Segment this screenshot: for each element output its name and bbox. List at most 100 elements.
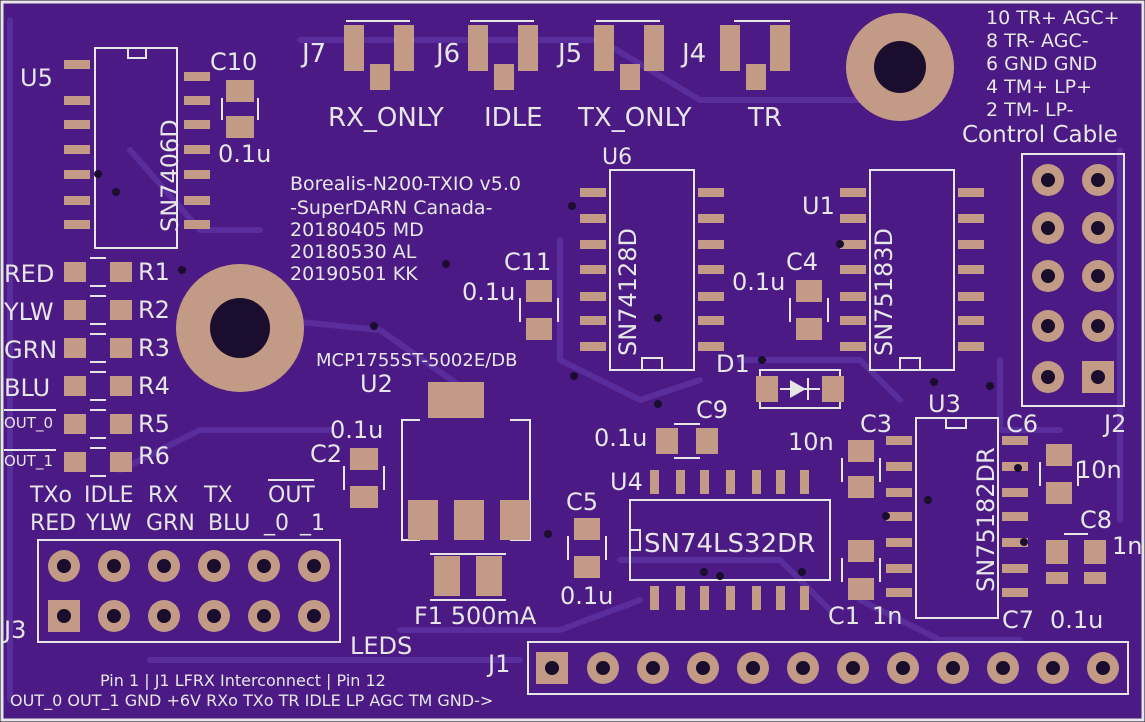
led-label: YLW [85,511,132,536]
resistor-array: RED R1 YLW R2 GRN R3 BLU R4 OUT_0 [3,257,170,477]
cap-value: 10n [788,428,834,456]
led-label: _0 [263,511,289,536]
legend-row: 8 TR- AGC- [986,30,1089,52]
info-line: -SuperDARN Canada- [290,197,492,219]
jumper-j4[interactable]: J4 TR [680,20,790,133]
cap-value: 1n [1112,532,1142,560]
resistor-label: RED [4,260,54,288]
capacitor-c3[interactable]: C3 10n [788,410,892,498]
capacitor-c4[interactable]: C4 0.1u [732,248,829,340]
ic-u5[interactable]: U5 SN7406D [20,47,210,249]
led-label: BLU [208,511,250,536]
legend-row: 6 GND GND [986,53,1097,75]
resistor-r4[interactable]: BLU R4 [4,371,170,402]
ic-u2[interactable]: MCP1755ST-5002E/DB U2 [316,350,531,541]
jumper-label: RX_ONLY [328,103,444,133]
connector-j1[interactable]: J1 [486,641,1129,695]
capacitor-c11[interactable]: C11 0.1u [462,248,559,340]
mounting-hole-left [176,264,304,392]
ic-ref: U5 [20,64,53,92]
ic-part: SN74128D [614,228,642,356]
jumper-ref: J7 [300,39,326,69]
resistor-ref: R2 [138,296,170,324]
legend-row: 10 TR+ AGC+ [986,7,1120,29]
ic-part: SN75182DR [972,447,1000,592]
ic-part: SN74LS32DR [644,529,815,559]
control-cable-title: Control Cable [962,122,1118,148]
jumper-j7[interactable]: J7 RX_ONLY [300,20,444,133]
led-label: RX [148,483,178,508]
led-label: _1 [299,511,325,536]
fuse-label: F1 500mA [414,602,537,630]
ic-u4[interactable]: U4 SN74LS32DR [610,468,831,610]
led-labels: TXo IDLE RX TX OUT RED YLW GRN BLU _0 _1 [29,479,325,536]
jumper-ref: J6 [434,39,460,69]
cap-value: 0.1u [330,416,383,444]
capacitor-c1[interactable]: C1 1n [828,540,902,630]
jumper-j6[interactable]: J6 IDLE [434,20,543,133]
vias [94,170,1028,580]
resistor-r2[interactable]: YLW R2 [3,295,170,326]
cap-ref: C9 [696,396,728,424]
info-line: 20180405 MD [290,219,424,241]
cap-value: 0.1u [732,268,785,296]
capacitor-c2[interactable]: 0.1u C2 [310,416,385,508]
j1-legend: Pin 1 | J1 LFRX Interconnect | Pin 12 OU… [10,671,493,711]
led-label: TXo [29,483,72,508]
cap-ref: C10 [210,48,257,76]
diode-ref: D1 [716,350,750,378]
ic-ref: U4 [610,468,643,496]
capacitor-c7[interactable]: C7 0.1u [1002,606,1103,634]
resistor-label: OUT_1 [4,452,53,471]
resistor-ref: R1 [138,258,170,286]
led-label: OUT [268,483,315,508]
ic-ref: U1 [802,192,835,220]
capacitor-c5[interactable]: C5 0.1u [560,488,613,610]
ic-u6[interactable]: U6 SN74128D [580,145,724,371]
resistor-r5[interactable]: OUT_0 R5 [4,409,170,439]
leds-title: LEDS [350,632,412,660]
capacitor-c6[interactable]: C6 10n [1006,410,1122,504]
mounting-hole-top-right [846,13,954,121]
resistor-label: OUT_0 [4,414,53,433]
resistor-ref: R6 [138,442,170,470]
cap-ref: C7 [1002,606,1034,634]
resistor-r6[interactable]: OUT_1 R6 [4,442,170,477]
ic-u3[interactable]: U3 SN75182DR [886,390,1028,619]
board-info: Borealis-N200-TXIO v5.0 -SuperDARN Canad… [290,173,521,285]
cap-ref: C1 [828,602,860,630]
cap-value: 0.1u [218,140,271,168]
cap-value: 1n [872,602,902,630]
cap-ref: C3 [860,410,892,438]
connector-j3[interactable]: J3 LEDS [2,539,412,660]
ic-part: SN7406D [156,119,184,232]
resistor-label: YLW [3,298,54,326]
resistor-ref: R5 [138,410,170,438]
copper-traces [7,17,1123,703]
capacitor-c10[interactable]: C10 0.1u [210,48,271,168]
cap-value: 0.1u [594,424,647,452]
cap-value: 0.1u [1050,606,1103,634]
connector-ref: J3 [2,616,26,644]
ic-part: MCP1755ST-5002E/DB [316,350,517,371]
capacitor-c9[interactable]: 0.1u C9 [594,396,728,459]
resistor-ref: R4 [138,372,170,400]
capacitor-c8[interactable]: C8 1n [1046,506,1142,584]
diode-d1[interactable]: D1 [716,350,844,409]
cap-value: 0.1u [462,278,515,306]
j1-legend-line: OUT_0 OUT_1 GND +6V RXo TXo TR IDLE LP A… [10,691,493,711]
info-line: 20180530 AL [290,241,417,263]
resistor-r1[interactable]: RED R1 [4,257,170,288]
resistor-ref: R3 [138,334,170,362]
fuse-f1[interactable]: F1 500mA [414,553,537,630]
cap-ref: C6 [1006,410,1038,438]
ic-u1[interactable]: U1 SN75183D [802,169,984,371]
resistor-r3[interactable]: GRN R3 [4,333,170,364]
jumper-j5[interactable]: J5 TX_ONLY [556,20,692,133]
info-line: 20190501 KK [290,263,418,285]
cap-ref: C11 [504,248,551,276]
led-label: GRN [146,511,195,536]
cap-ref: C2 [310,440,342,468]
connector-j2[interactable]: J2 [1021,153,1126,438]
